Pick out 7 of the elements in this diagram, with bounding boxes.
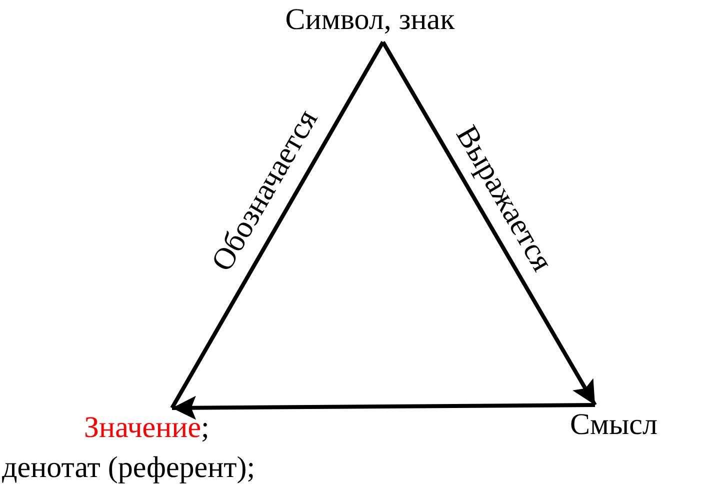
term-label: Значение: [84, 411, 202, 444]
node-label: Символ, знак: [285, 3, 455, 36]
node-label: Смысл: [570, 408, 658, 441]
punctuation: ;: [201, 411, 210, 444]
arrow: [381, 41, 597, 406]
arrow: [172, 396, 596, 420]
node-label: денотат (референт);: [2, 451, 256, 484]
